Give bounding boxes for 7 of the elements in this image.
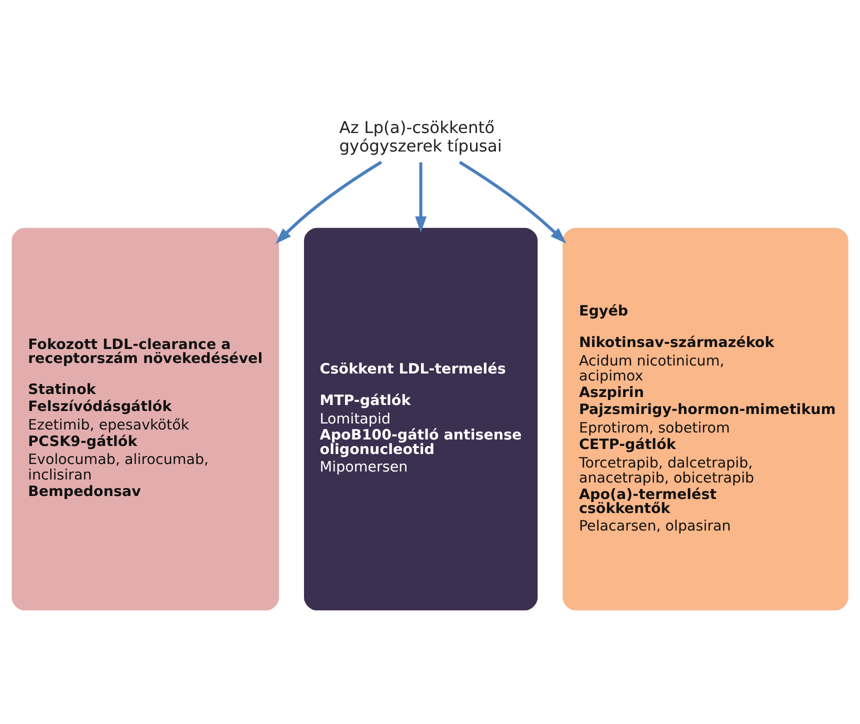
node-box: Fokozott LDL-clearance a receptorszám növekedésével Statinok Felszívódásgátlók Ezetimib, epesavkötők PCSK9-gátlók Evolocumab, alirocumab, inclisiran Bempedonsav bbox=[12, 227, 279, 610]
arrow bbox=[275, 160, 382, 244]
arrow bbox=[458, 160, 566, 244]
node-box: Csökkent LDL-termelés MTP-gátlók Lomitapid ApoB100-gátló antisense oligonucleotid Mipomersen bbox=[304, 227, 538, 610]
node-text: Az Lp(a)-csökkentő gyógyszerek típusai bbox=[339, 118, 502, 156]
arrow bbox=[415, 162, 427, 232]
node-box: Egyéb Nikotinsav-származékok Acidum nicotinicum, acipimox Aszpirin Pajzsmirigy-hormon-mimetikum Eprotirom, sobetirom CETP-gátlók Torcetrapib, dalcetrapib, anacetrapib, obicetrapib Apo(a)-termelést csökkentők Pelacarsen, olpasiran bbox=[562, 227, 848, 610]
